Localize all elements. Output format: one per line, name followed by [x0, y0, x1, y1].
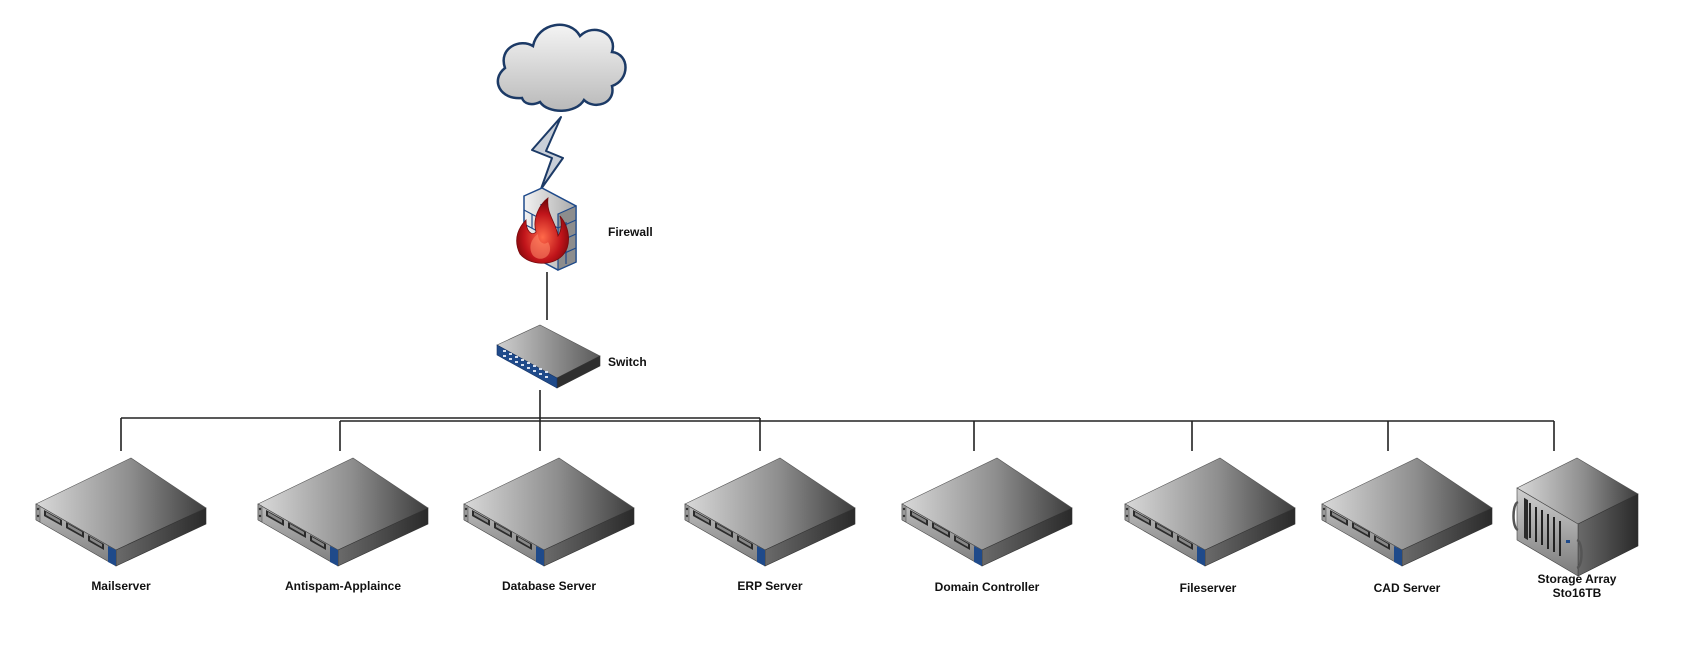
storage-label-line1: Storage Array	[1538, 572, 1617, 586]
server-label: Mailserver	[91, 579, 151, 593]
lightning-bolt-icon	[531, 116, 564, 190]
server-cad: CAD Server	[1321, 457, 1493, 595]
rack-server-icon	[35, 457, 207, 567]
server-fileserver: Fileserver	[1124, 457, 1296, 595]
server-label: CAD Server	[1374, 581, 1441, 595]
storage-array: Storage Array Sto16TB	[1512, 457, 1639, 600]
server-label: ERP Server	[737, 579, 802, 593]
rack-server-icon	[901, 457, 1073, 567]
connection-lines	[120, 272, 1555, 451]
storage-array-icon	[1512, 457, 1639, 577]
storage-label-line2: Sto16TB	[1553, 586, 1602, 600]
switch-label: Switch	[608, 355, 647, 369]
server-label: Antispam-Applaince	[285, 579, 401, 593]
cloud-icon	[496, 23, 627, 112]
server-antispam: Antispam-Applaince	[257, 457, 429, 593]
rack-server-icon	[1124, 457, 1296, 567]
server-domain-controller: Domain Controller	[901, 457, 1073, 594]
firewall-icon	[516, 187, 577, 271]
rack-server-icon	[1321, 457, 1493, 567]
server-label: Fileserver	[1180, 581, 1237, 595]
server-label: Database Server	[502, 579, 596, 593]
server-database: Database Server	[463, 457, 635, 593]
rack-server-icon	[684, 457, 856, 567]
server-label: Domain Controller	[935, 580, 1040, 594]
rack-server-icon	[257, 457, 429, 567]
firewall-label: Firewall	[608, 225, 653, 239]
network-switch-icon	[496, 324, 601, 389]
server-mailserver: Mailserver	[35, 457, 207, 593]
server-erp: ERP Server	[684, 457, 856, 593]
rack-server-icon	[463, 457, 635, 567]
